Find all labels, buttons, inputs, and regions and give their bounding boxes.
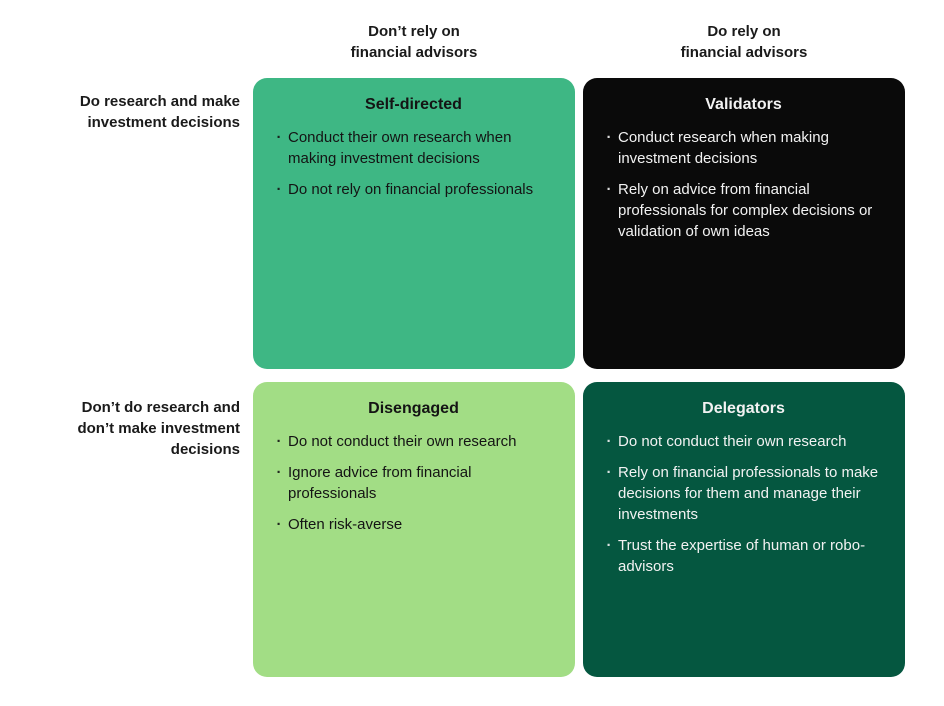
bullet-dot-icon: · — [276, 516, 282, 533]
quadrant-title-self-directed: Self-directed — [365, 96, 462, 113]
bullet-dot-icon: · — [276, 433, 282, 450]
row-header-dont-research: Don’t do research and don’t make investm… — [77, 399, 240, 458]
quadrant-self-directed: Self-directed · Conduct their own resear… — [253, 78, 575, 369]
bullet-dot-icon: · — [606, 181, 612, 198]
bullet-item: · Do not conduct their own research — [270, 431, 557, 452]
bullet-text: Conduct their own research when making i… — [288, 129, 512, 167]
bullet-item: · Conduct their own research when making… — [270, 127, 557, 169]
bullet-text: Trust the expertise of human or robo-adv… — [618, 537, 866, 575]
bullet-text: Rely on financial professionals to make … — [618, 464, 879, 523]
bullet-item: · Ignore advice from financial professio… — [270, 462, 557, 504]
bullet-text: Rely on advice from financial profession… — [618, 181, 873, 240]
bullet-list: · Conduct their own research when making… — [270, 127, 557, 200]
quadrant-disengaged: Disengaged · Do not conduct their own re… — [253, 382, 575, 677]
column-header-do-rely: Do rely on financial advisors — [680, 23, 808, 61]
bullet-text: Do not conduct their own research — [618, 433, 847, 450]
bullet-item: · Often risk-averse — [270, 514, 557, 535]
bullet-text: Often risk-averse — [288, 516, 403, 533]
bullet-dot-icon: · — [606, 537, 612, 554]
quadrant-delegators: Delegators · Do not conduct their own re… — [583, 382, 905, 677]
quadrant-title-validators: Validators — [705, 96, 782, 113]
bullet-dot-icon: · — [606, 129, 612, 146]
bullet-item: · Do not conduct their own research — [600, 431, 887, 452]
bullet-text: Conduct research when making investment … — [618, 129, 829, 167]
bullet-dot-icon: · — [276, 129, 282, 146]
quadrant-validators: Validators · Conduct research when makin… — [583, 78, 905, 369]
bullet-item: · Trust the expertise of human or robo-a… — [600, 535, 887, 577]
row-header-do-research: Do research and make investment decision… — [79, 93, 240, 131]
bullet-text: Ignore advice from financial professiona… — [288, 464, 472, 502]
bullet-text: Do not conduct their own research — [288, 433, 517, 450]
bullet-list: · Conduct research when making investmen… — [600, 127, 887, 242]
bullet-item: · Do not rely on financial professionals — [270, 179, 557, 200]
bullet-dot-icon: · — [276, 181, 282, 198]
bullet-text: Do not rely on financial professionals — [288, 181, 534, 198]
bullet-item: · Rely on financial professionals to mak… — [600, 462, 887, 525]
bullet-list: · Do not conduct their own research · Re… — [600, 431, 887, 577]
quadrant-title-disengaged: Disengaged — [368, 400, 459, 417]
bullet-dot-icon: · — [606, 464, 612, 481]
bullet-dot-icon: · — [276, 464, 282, 481]
column-header-dont-rely: Don’t rely on financial advisors — [350, 23, 478, 61]
bullet-item: · Rely on advice from financial professi… — [600, 179, 887, 242]
bullet-item: · Conduct research when making investmen… — [600, 127, 887, 169]
bullet-list: · Do not conduct their own research · Ig… — [270, 431, 557, 535]
quadrant-title-delegators: Delegators — [702, 400, 785, 417]
bullet-dot-icon: · — [606, 433, 612, 450]
